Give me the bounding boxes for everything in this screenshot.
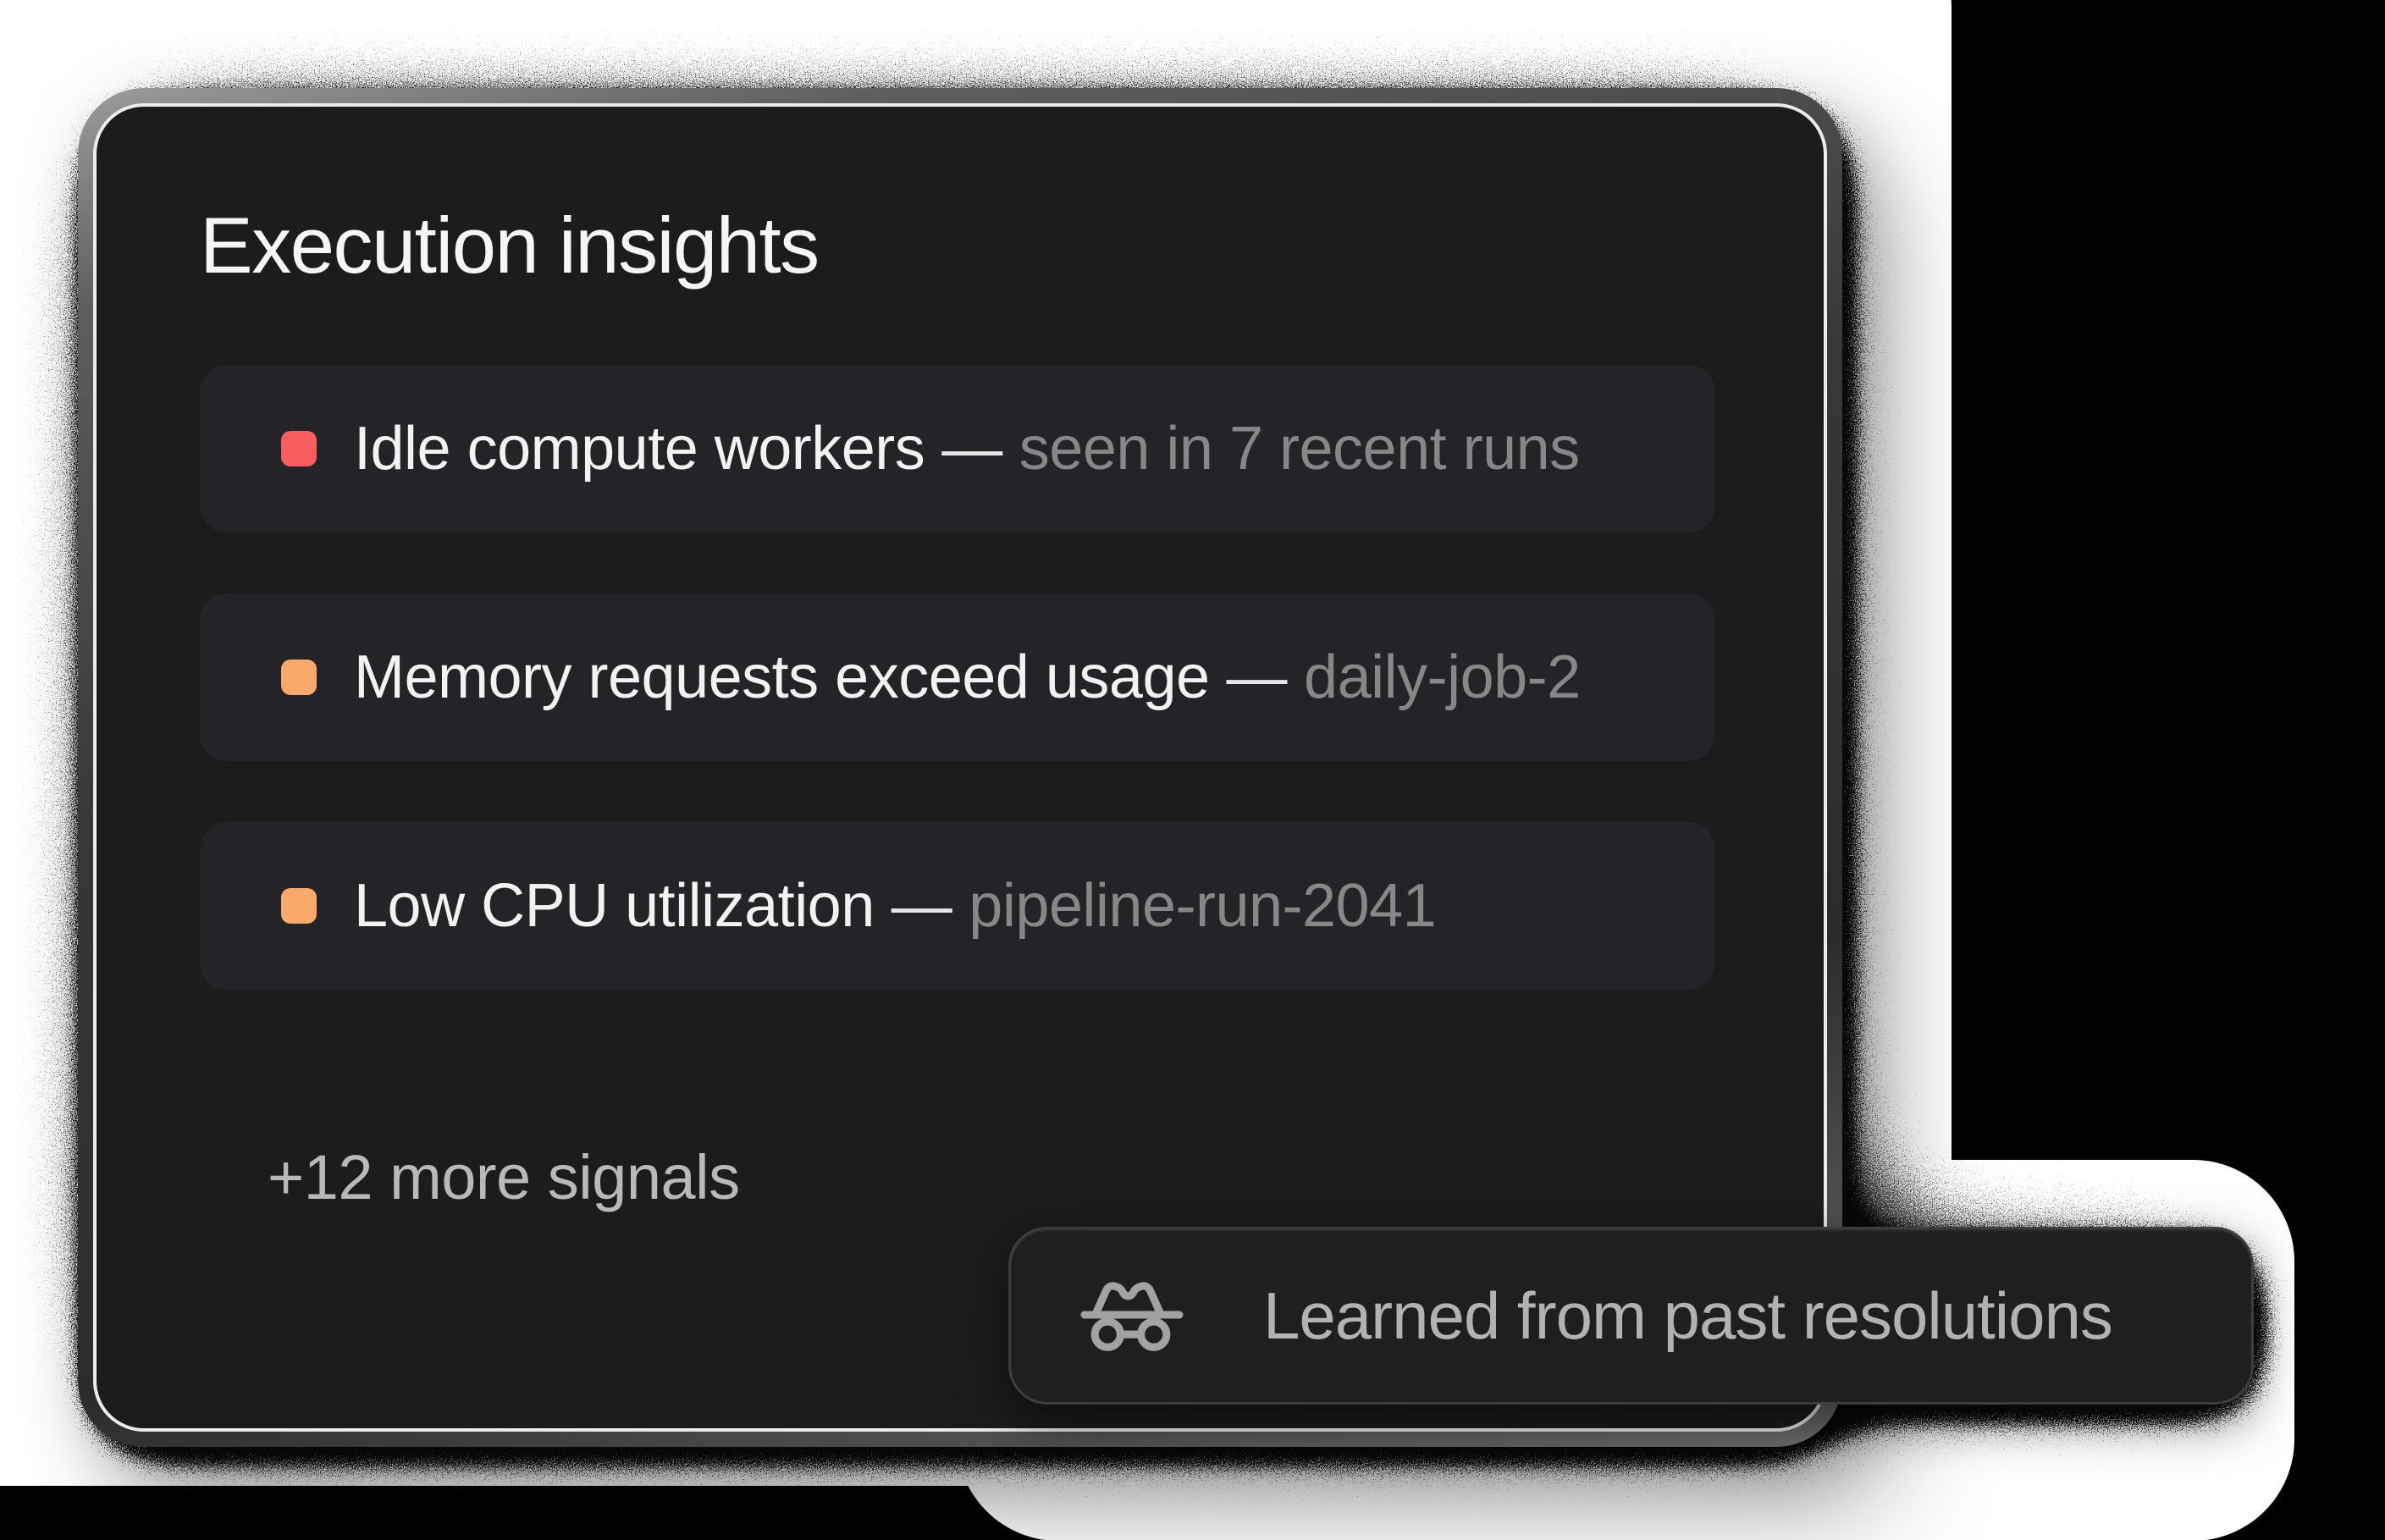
- insight-row-memory-requests[interactable]: Memory requests exceed usage—daily-job-2: [200, 593, 1715, 761]
- insight-detail: seen in 7 recent runs: [1019, 415, 1580, 483]
- insight-label: Idle compute workers: [354, 415, 925, 483]
- insight-label: Low CPU utilization: [354, 872, 875, 940]
- insight-label: Memory requests exceed usage: [354, 643, 1210, 711]
- dash-separator: —: [941, 415, 1002, 483]
- insight-detail: daily-job-2: [1304, 643, 1581, 711]
- red-severity-swatch-icon: [281, 431, 317, 466]
- insights-card: Execution insights Idle compute workers—…: [93, 103, 1827, 1432]
- insight-row-text: Low CPU utilization—pipeline-run-2041: [354, 871, 1437, 941]
- insight-row-idle-compute[interactable]: Idle compute workers—seen in 7 recent ru…: [200, 365, 1715, 533]
- insights-card-frame: Execution insights Idle compute workers—…: [78, 88, 1842, 1447]
- insight-row-text: Idle compute workers—seen in 7 recent ru…: [354, 414, 1580, 483]
- more-signals-link[interactable]: +12 more signals: [268, 1142, 740, 1212]
- orange-severity-swatch-icon: [281, 888, 317, 924]
- insight-detail: pipeline-run-2041: [969, 872, 1437, 940]
- badge-label: Learned from past resolutions: [1263, 1278, 2113, 1353]
- insight-row-low-cpu[interactable]: Low CPU utilization—pipeline-run-2041: [200, 822, 1715, 990]
- dash-separator: —: [1226, 643, 1288, 711]
- orange-severity-swatch-icon: [281, 660, 317, 695]
- dash-separator: —: [891, 872, 952, 940]
- insight-row-text: Memory requests exceed usage—daily-job-2: [354, 643, 1581, 712]
- incognito-icon: [1080, 1282, 1184, 1351]
- page-title: Execution insights: [200, 201, 820, 290]
- learned-badge: Learned from past resolutions: [1008, 1227, 2254, 1405]
